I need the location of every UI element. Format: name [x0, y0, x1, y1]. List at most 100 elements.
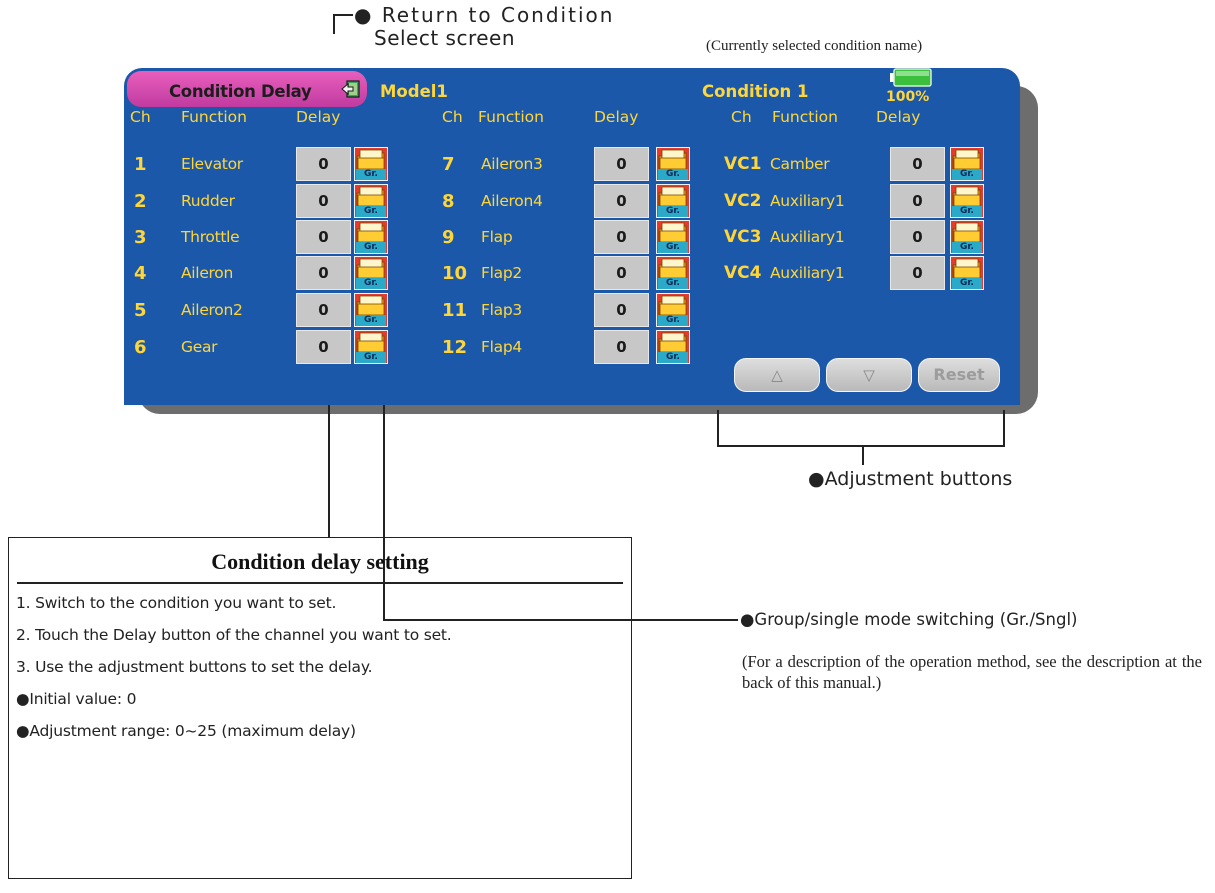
channel-function: Auxiliary1: [770, 228, 845, 246]
reset-label: Reset: [933, 365, 985, 384]
reset-button[interactable]: Reset: [918, 358, 1000, 392]
group-folder-icon[interactable]: Gr.: [354, 220, 388, 254]
header-function: Function: [478, 108, 544, 126]
header-function: Function: [181, 108, 247, 126]
channel-function: Auxiliary1: [770, 264, 845, 282]
group-folder-icon[interactable]: Gr.: [656, 293, 690, 327]
up-arrow-icon: △: [771, 366, 783, 384]
group-switch-annotation: ●Group/single mode switching (Gr./Sngl): [740, 610, 1078, 629]
delay-button[interactable]: 0: [594, 256, 649, 290]
delay-button[interactable]: 0: [296, 220, 351, 254]
delay-button[interactable]: 0: [890, 220, 945, 254]
channel-function: Aileron3: [481, 155, 543, 173]
bracket-line: [717, 410, 719, 447]
battery-percent: 100%: [886, 89, 930, 105]
group-label: Gr.: [666, 352, 680, 362]
channel-function: Camber: [770, 155, 830, 173]
leader-line: [333, 14, 353, 16]
channel-number: 2: [134, 191, 147, 212]
group-folder-icon[interactable]: Gr.: [656, 220, 690, 254]
delay-button[interactable]: 0: [296, 256, 351, 290]
return-annotation-line2: Select screen: [374, 26, 516, 50]
delay-button[interactable]: 0: [890, 256, 945, 290]
group-switch-text: Group/single mode switching (Gr./Sngl): [754, 610, 1078, 629]
bracket-line: [1003, 410, 1005, 447]
delay-button[interactable]: 0: [594, 293, 649, 327]
channel-function: Elevator: [181, 155, 243, 173]
condition-delay-setting-box: Condition delay setting 1. Switch to the…: [8, 537, 632, 879]
channel-function: Flap4: [481, 338, 522, 356]
channel-number: VC1: [724, 154, 762, 174]
group-folder-icon[interactable]: Gr.: [656, 256, 690, 290]
header-function: Function: [772, 108, 838, 126]
bullet-icon: ●: [354, 3, 374, 27]
channel-number: 12: [442, 337, 468, 358]
channel-number: 11: [442, 300, 468, 321]
header-ch: Ch: [442, 108, 463, 126]
group-folder-icon[interactable]: Gr.: [354, 293, 388, 327]
return-annotation: ● Return to Condition Select screen: [354, 4, 614, 50]
bracket-line: [717, 445, 1005, 447]
channel-number: 9: [442, 227, 455, 248]
group-switch-description: (For a description of the operation meth…: [742, 652, 1202, 692]
group-label: Gr.: [364, 315, 378, 325]
group-folder-icon[interactable]: Gr.: [354, 184, 388, 218]
header-delay: Delay: [876, 108, 921, 126]
delay-button[interactable]: 0: [594, 184, 649, 218]
channel-function: Auxiliary1: [770, 192, 845, 210]
bracket-line: [862, 445, 864, 465]
delay-button[interactable]: 0: [296, 330, 351, 364]
channel-function: Gear: [181, 338, 218, 356]
condition-delay-screen: Condition Delay Model1 Condition 1 100% …: [124, 68, 1020, 405]
group-folder-icon[interactable]: Gr.: [656, 184, 690, 218]
group-folder-icon[interactable]: Gr.: [656, 330, 690, 364]
bullet-icon: ●: [16, 722, 30, 740]
channel-number: 8: [442, 191, 455, 212]
channel-function: Flap: [481, 228, 513, 246]
battery-icon: [890, 68, 932, 87]
decrease-button[interactable]: ▽: [826, 358, 912, 392]
condition-name: Condition 1: [702, 82, 809, 101]
group-folder-icon[interactable]: Gr.: [656, 147, 690, 181]
condition-delay-title-button[interactable]: Condition Delay: [127, 71, 367, 107]
group-folder-icon[interactable]: Gr.: [950, 184, 984, 218]
box-title: Condition delay setting: [211, 549, 429, 574]
channel-function: Throttle: [181, 228, 240, 246]
group-label: Gr.: [364, 278, 378, 288]
adjustment-range-text: Adjustment range: 0~25 (maximum delay): [29, 722, 356, 740]
instruction-step: 2. Touch the Delay button of the channel…: [16, 626, 452, 644]
channel-function: Aileron2: [181, 301, 243, 319]
channel-number: 6: [134, 337, 147, 358]
group-folder-icon[interactable]: Gr.: [950, 220, 984, 254]
delay-button[interactable]: 0: [890, 184, 945, 218]
group-folder-icon[interactable]: Gr.: [950, 256, 984, 290]
group-folder-icon[interactable]: Gr.: [354, 330, 388, 364]
group-label: Gr.: [960, 242, 974, 252]
delay-button[interactable]: 0: [296, 184, 351, 218]
delay-button[interactable]: 0: [594, 220, 649, 254]
channel-function: Aileron4: [481, 192, 543, 210]
header-ch: Ch: [130, 108, 151, 126]
delay-button[interactable]: 0: [296, 293, 351, 327]
header-delay: Delay: [296, 108, 341, 126]
group-folder-icon[interactable]: Gr.: [354, 256, 388, 290]
bullet-icon: ●: [808, 468, 825, 490]
channel-number: VC3: [724, 227, 762, 247]
channel-number: 7: [442, 154, 455, 175]
leader-line: [383, 619, 738, 621]
adjustment-annotation: ●Adjustment buttons: [808, 468, 1012, 490]
down-arrow-icon: ▽: [863, 366, 875, 384]
delay-button[interactable]: 0: [890, 147, 945, 181]
delay-button[interactable]: 0: [296, 147, 351, 181]
bullet-icon: ●: [16, 690, 30, 708]
group-folder-icon[interactable]: Gr.: [950, 147, 984, 181]
delay-button[interactable]: 0: [594, 147, 649, 181]
group-label: Gr.: [666, 206, 680, 216]
model-name: Model1: [380, 82, 448, 101]
return-door-icon[interactable]: [341, 79, 361, 99]
delay-button[interactable]: 0: [594, 330, 649, 364]
group-folder-icon[interactable]: Gr.: [354, 147, 388, 181]
channel-function: Rudder: [181, 192, 235, 210]
increase-button[interactable]: △: [734, 358, 820, 392]
channel-number: 4: [134, 263, 147, 284]
